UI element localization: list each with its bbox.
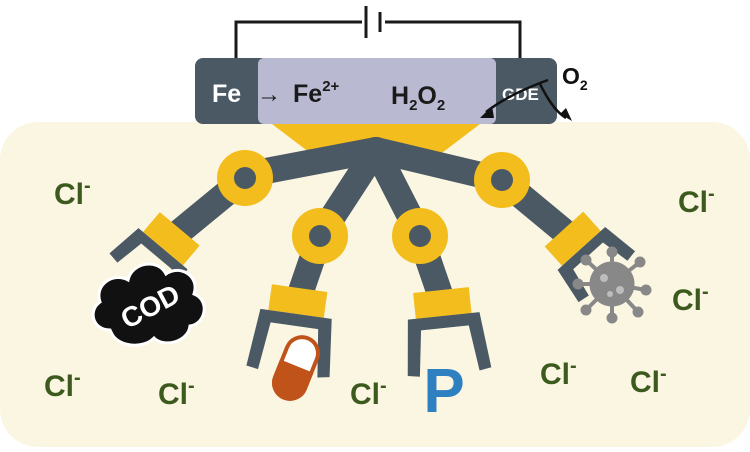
chloride-ion-label: Cl- <box>158 375 195 411</box>
arrowhead-left <box>480 106 494 118</box>
robotic-arm-icon <box>109 137 389 303</box>
chloride-ion-label: Cl- <box>672 281 709 317</box>
chloride-ion-label: Cl- <box>540 355 577 391</box>
circuit-wire <box>234 20 522 60</box>
chloride-ion-label: Cl- <box>54 175 91 211</box>
chloride-ion-label: Cl- <box>44 367 81 403</box>
cathode-label: GDE <box>502 85 539 104</box>
robotic-arm-icon <box>246 137 389 378</box>
pill-icon <box>272 335 320 401</box>
hydrogen-peroxide-label: H2O2 <box>391 82 445 114</box>
anode-label: Fe <box>212 80 241 108</box>
electrolyte-window <box>258 58 496 124</box>
oxygen-label: O2 <box>562 63 588 93</box>
robotic-arm-icon <box>363 137 636 303</box>
ferrous-ion-label: Fe2+ <box>293 78 340 108</box>
chloride-ion-label: Cl- <box>630 363 667 399</box>
cod-cloud-icon <box>91 262 206 347</box>
battery-icon <box>364 6 382 38</box>
solution-background <box>0 122 750 447</box>
virus-icon <box>572 246 652 324</box>
reaction-arrow: → <box>257 81 281 108</box>
chloride-ion-label: Cl- <box>350 375 387 411</box>
arrowhead-right <box>560 108 572 121</box>
chloride-ion-label: Cl- <box>678 183 715 219</box>
phosphorus-label: P <box>423 357 464 426</box>
